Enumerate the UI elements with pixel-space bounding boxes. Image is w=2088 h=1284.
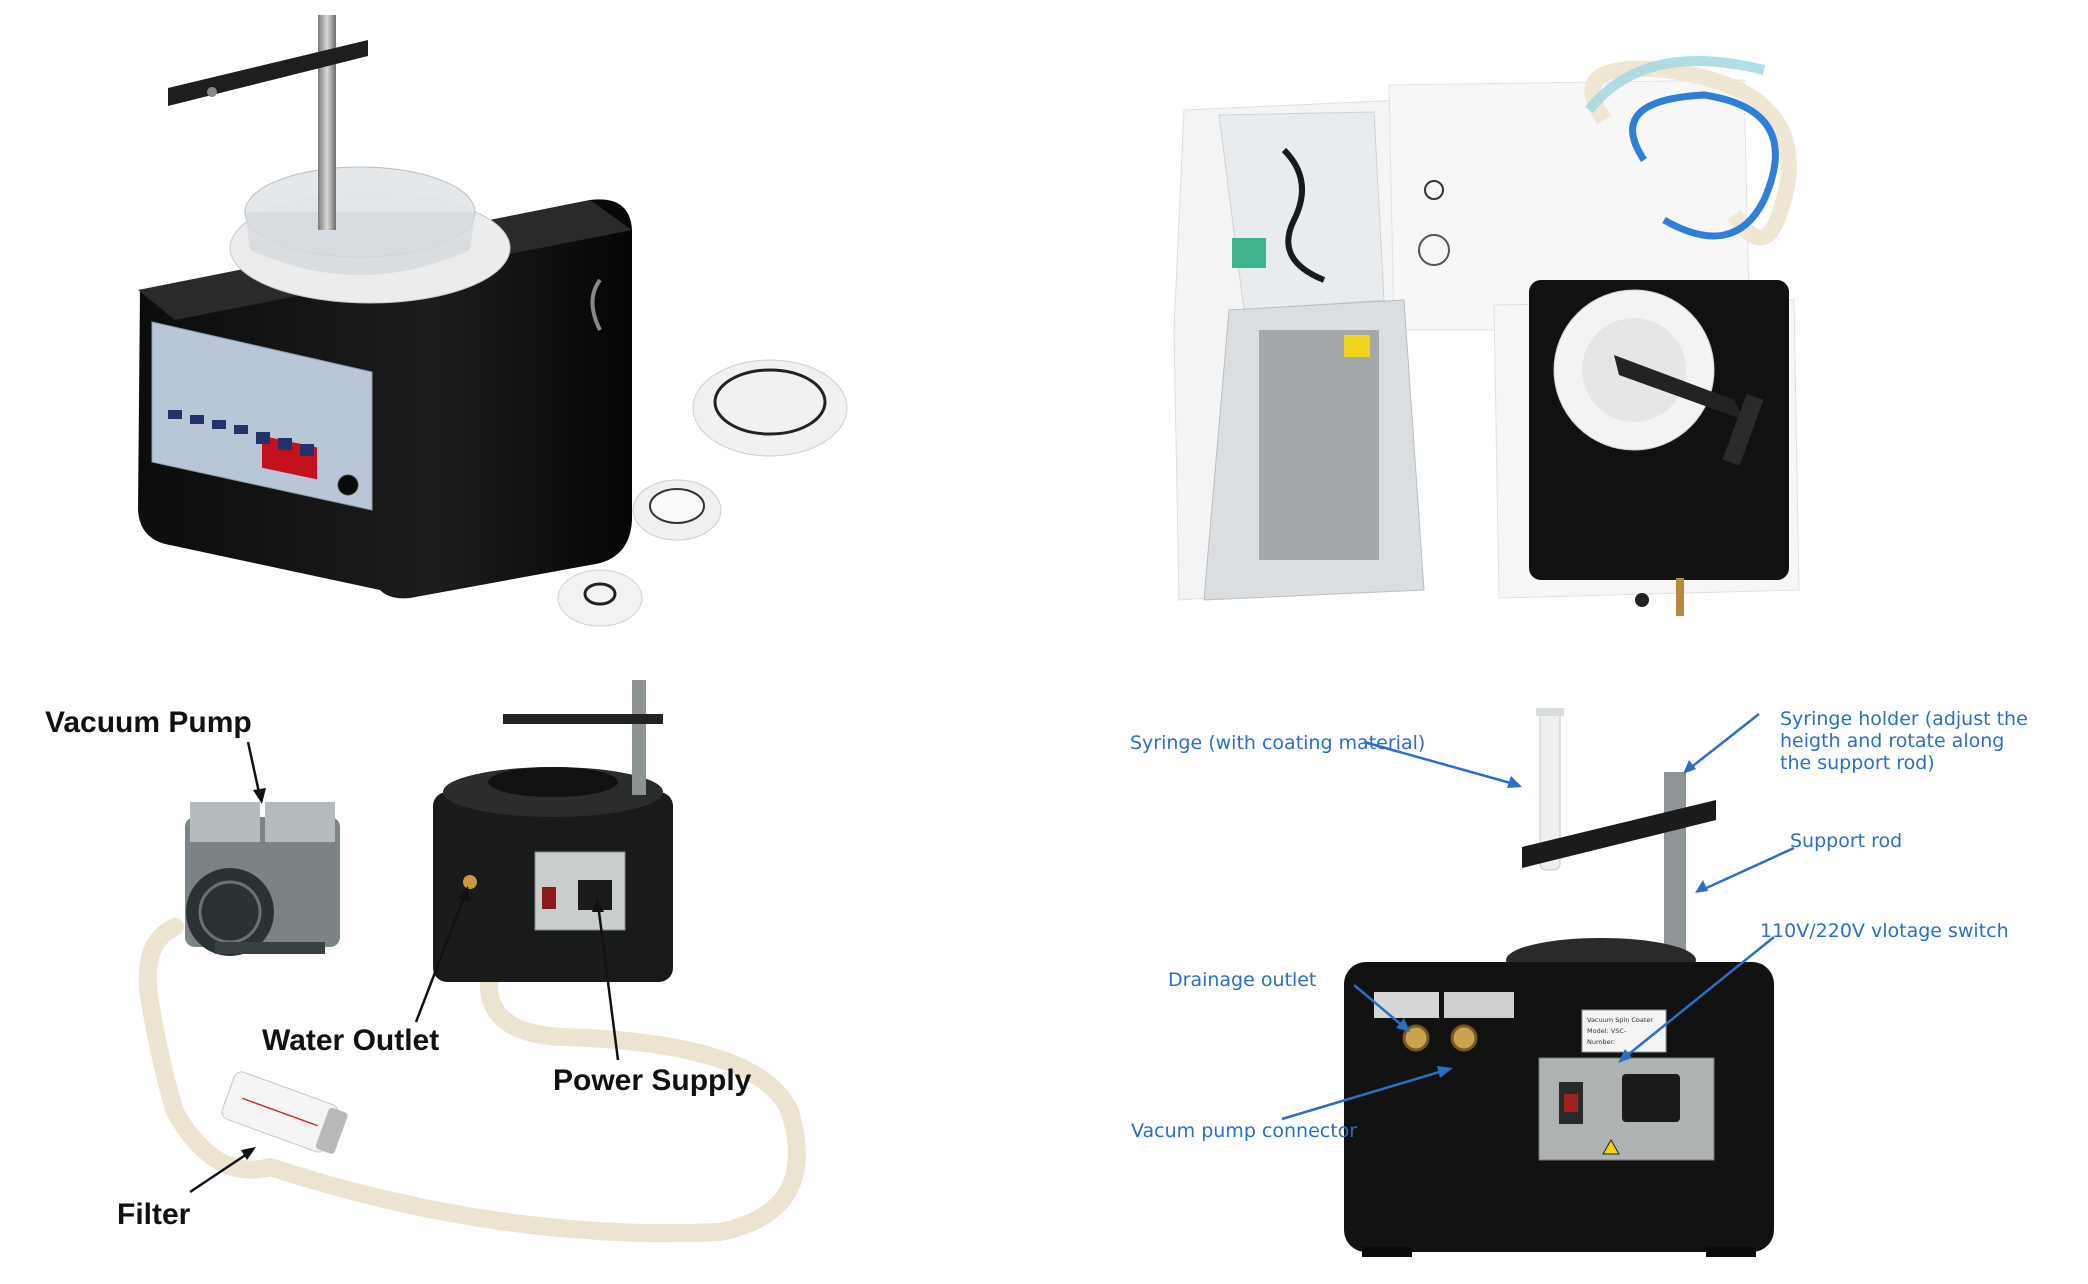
nameplate-line3: Number: bbox=[1587, 1038, 1615, 1046]
water-outlet-port bbox=[463, 875, 477, 889]
arrow-power-supply bbox=[592, 897, 604, 912]
coater-arm-top bbox=[1614, 355, 1744, 420]
chuck-small bbox=[557, 569, 643, 627]
pump-head-1 bbox=[190, 802, 260, 842]
back-view-illustration: Vacuum Spin Coater Model: VSC- Number: bbox=[1281, 708, 1795, 1257]
syringe-arm bbox=[168, 40, 368, 106]
panel-buttons bbox=[168, 410, 314, 456]
bowl-body bbox=[245, 212, 475, 275]
filter-element bbox=[221, 1071, 348, 1154]
label-vacuum-pump-connector: Vacum pump connector bbox=[1131, 1120, 1358, 1142]
arrow-filter bbox=[241, 1147, 256, 1160]
label-water-outlet: Water Outlet bbox=[262, 1024, 440, 1057]
connection-illustration bbox=[138, 680, 806, 1243]
clear-tube bbox=[1585, 56, 1766, 114]
warning-sign bbox=[1602, 1138, 1620, 1155]
o-ring-small bbox=[1424, 180, 1444, 200]
cream-tube bbox=[1584, 60, 1797, 246]
label-drainage-outlet: Drainage outlet bbox=[1168, 969, 1317, 991]
coater-rod bbox=[632, 680, 646, 795]
vacuum-tubing bbox=[138, 888, 806, 1243]
label-vacuum-pump: Vacuum Pump bbox=[45, 706, 252, 739]
label-syringe-holder-1: Syringe holder (adjust the bbox=[1780, 708, 2028, 730]
coater-rod-top bbox=[1722, 393, 1764, 466]
label-syringe-holder-2: heigth and rotate along bbox=[1780, 730, 2005, 752]
pump-base bbox=[215, 942, 325, 954]
photo-package-contents bbox=[1044, 0, 2088, 642]
label-syringe-holder-3: the support rod) bbox=[1780, 752, 1935, 774]
spin-coater-illustration bbox=[138, 15, 848, 627]
vacuum-port bbox=[1450, 1024, 1478, 1052]
cable-bag bbox=[1218, 111, 1385, 311]
arrow-vacuum-pump bbox=[253, 788, 266, 804]
power-knob bbox=[337, 474, 359, 496]
photo-labeled-back-view: Vacuum Spin Coater Model: VSC- Number: bbox=[1044, 642, 2088, 1284]
power-cable bbox=[1281, 147, 1326, 283]
label-support-rod: Support rod bbox=[1790, 830, 1903, 852]
syringe-holder-arm bbox=[1522, 800, 1716, 868]
pump-label bbox=[1344, 335, 1370, 357]
nameplate-line1: Vacuum Spin Coater bbox=[1587, 1016, 1653, 1024]
annotation-arrows bbox=[1281, 713, 1795, 1121]
nameplate-line2: Model: VSC- bbox=[1587, 1027, 1627, 1035]
sticker-1 bbox=[1374, 992, 1439, 1018]
coater-arm bbox=[503, 714, 663, 724]
side-handle-mark bbox=[590, 278, 602, 331]
green-connector bbox=[1232, 238, 1266, 268]
chuck-large bbox=[692, 359, 848, 457]
blue-tube bbox=[1629, 91, 1779, 240]
package-contents-illustration bbox=[1173, 56, 1800, 616]
voltage-switch bbox=[542, 887, 556, 909]
label-syringe: Syringe (with coating material) bbox=[1130, 732, 1426, 754]
o-ring-large bbox=[1418, 234, 1450, 266]
label-power-supply: Power Supply bbox=[553, 1064, 752, 1097]
power-inlet-shape bbox=[1622, 1074, 1680, 1122]
sticker-2 bbox=[1444, 992, 1514, 1018]
label-filter: Filter bbox=[117, 1198, 191, 1231]
arrow-water-outlet bbox=[458, 886, 470, 902]
support-rod bbox=[318, 15, 336, 230]
photo-connection-diagram: Vacuum Pump Water Outlet Power Supply Fi… bbox=[0, 642, 1044, 1284]
nameplate bbox=[1581, 1009, 1667, 1053]
connector-1 bbox=[1635, 593, 1649, 607]
arm-hole bbox=[207, 87, 217, 97]
connector-2 bbox=[1676, 578, 1684, 616]
label-voltage-switch: 110V/220V vlotage switch bbox=[1760, 920, 2009, 942]
photo-spin-coater-with-chucks bbox=[0, 0, 1044, 642]
vacuum-pump-shape bbox=[1259, 330, 1379, 560]
pump-head-2 bbox=[265, 802, 335, 842]
